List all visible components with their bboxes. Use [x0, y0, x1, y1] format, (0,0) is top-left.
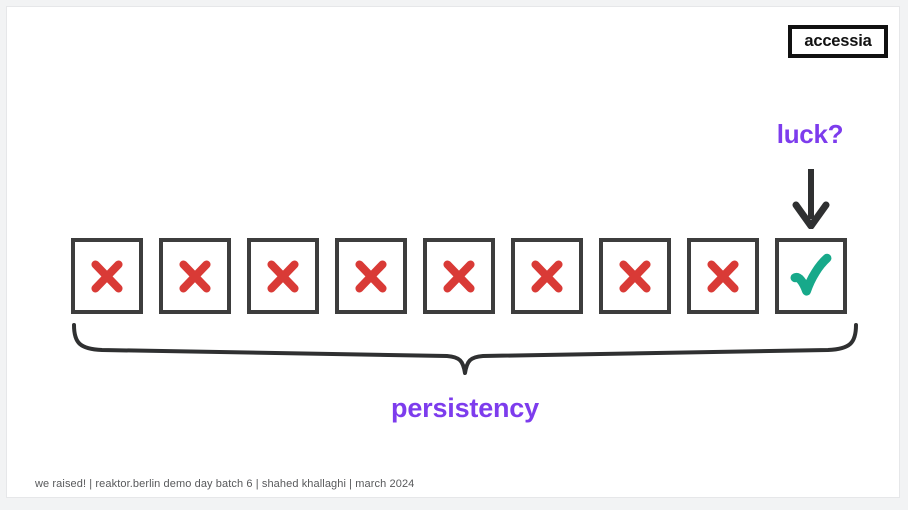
persistency-caption: persistency	[391, 393, 539, 423]
cross-icon	[707, 260, 739, 293]
cross-icon	[531, 260, 563, 293]
accessia-logo: accessia	[788, 25, 888, 58]
attempt-box	[71, 238, 143, 314]
cross-icon	[91, 260, 123, 293]
logo-text: accessia	[804, 32, 872, 51]
attempt-box	[423, 238, 495, 314]
attempt-box	[687, 238, 759, 314]
footer-text: we raised! | reaktor.berlin demo day bat…	[35, 478, 415, 490]
attempt-box	[247, 238, 319, 314]
check-icon	[790, 253, 832, 296]
attempt-box-success	[775, 238, 847, 314]
attempt-box	[335, 238, 407, 314]
cross-icon	[355, 260, 387, 293]
luck-label: luck?	[776, 119, 844, 149]
attempt-box	[511, 238, 583, 314]
attempt-box	[599, 238, 671, 314]
cross-icon	[267, 260, 299, 293]
slide-canvas: accessia luck?	[6, 6, 900, 498]
down-arrow-icon	[790, 167, 832, 230]
curly-brace-icon	[62, 317, 862, 387]
cross-icon	[443, 260, 475, 293]
cross-icon	[179, 260, 211, 293]
attempt-sequence	[71, 238, 847, 316]
cross-icon	[619, 260, 651, 293]
attempt-box	[159, 238, 231, 314]
